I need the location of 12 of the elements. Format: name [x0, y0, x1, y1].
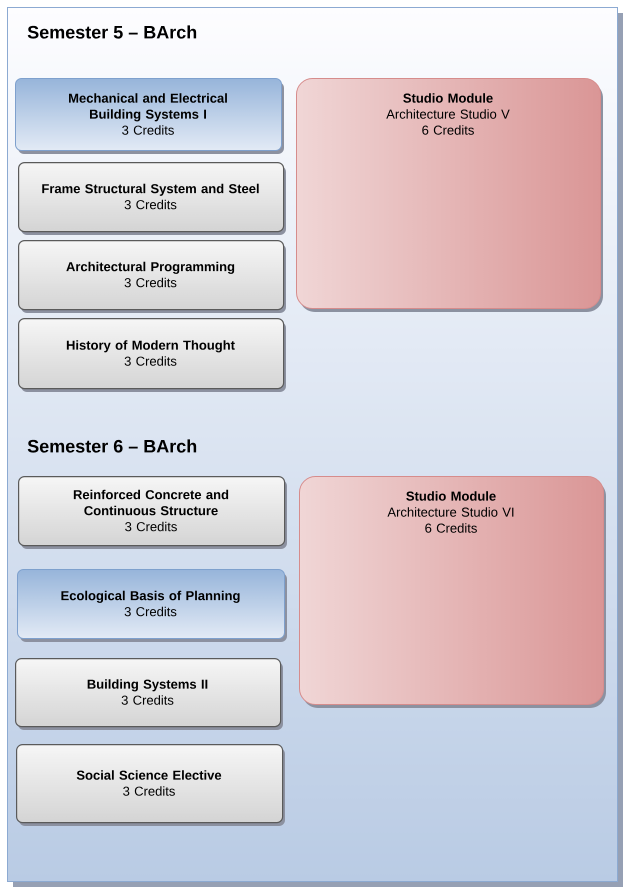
course-box: Building Systems II 3 Credits — [15, 658, 283, 730]
course-box: History of Modern Thought 3 Credits — [18, 318, 286, 392]
course-box: Architectural Programming 3 Credits — [18, 240, 286, 313]
course-box: Reinforced Concrete and Continuous Structure 3 Credits — [18, 476, 287, 549]
course-box: Frame Structural System and Steel 3 Credits — [18, 162, 286, 235]
course-box: Mechanical and Electrical Building Systems I 3 Credits — [15, 78, 284, 154]
semester-heading: Semester 6 – BArch — [28, 439, 196, 453]
studio-box: Studio Module Architecture Studio V 6 Credits — [296, 78, 603, 312]
course-box: Ecological Basis of Planning 3 Credits — [17, 569, 287, 642]
course-box: Social Science Elective 3 Credits — [16, 744, 285, 826]
studio-box: Studio Module Architecture Studio VI 6 Credits — [299, 476, 606, 708]
semester-heading: Semester 5 – BArch — [28, 25, 196, 39]
